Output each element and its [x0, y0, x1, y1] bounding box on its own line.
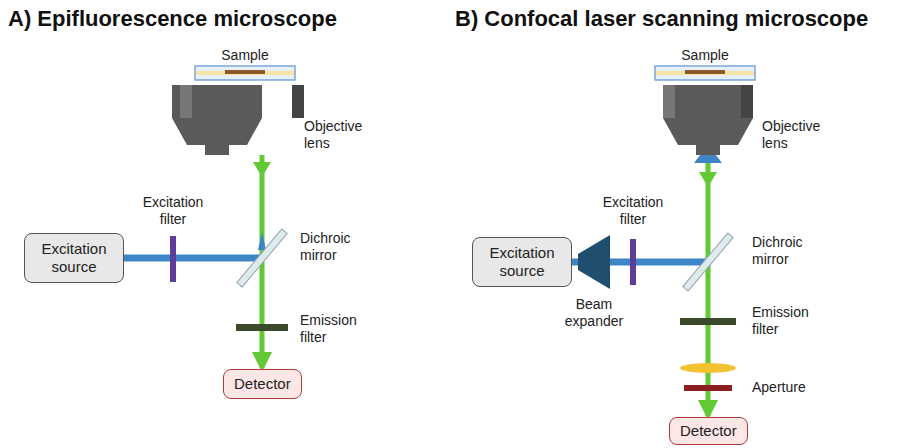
- part-label: Aperture: [752, 379, 832, 396]
- box-label: Excitation source: [483, 244, 561, 280]
- part-label: Sample: [675, 47, 735, 64]
- part-label: Emission filter: [300, 312, 372, 346]
- dichroic-mirror: [683, 233, 733, 291]
- part-label: Dichroic mirror: [752, 234, 824, 268]
- objective-lens: [663, 85, 753, 155]
- box-label: Detector: [680, 422, 737, 440]
- dichroic-mirror: [237, 229, 287, 287]
- light-path: [124, 258, 262, 368]
- aperture: [684, 385, 732, 391]
- excitation-filter: [630, 239, 636, 285]
- lens: [680, 363, 736, 373]
- beam-arrow: [699, 172, 717, 187]
- emission-filter: [680, 318, 736, 325]
- part-label: Excitation filter: [593, 194, 673, 228]
- panel-title: B) Confocal laser scanning microscope: [455, 6, 905, 32]
- box-label: Excitation source: [35, 240, 113, 276]
- device-box: Detector: [669, 417, 748, 445]
- part-label: Objective lens: [304, 118, 376, 152]
- part-label: Dichroic mirror: [300, 230, 372, 264]
- objective-lens: [172, 85, 304, 155]
- sample-slide: [655, 66, 755, 80]
- part-label: Beam expander: [554, 296, 634, 330]
- beam-expander: [578, 235, 610, 289]
- part-label: Objective lens: [762, 118, 834, 152]
- device-box: Detector: [223, 369, 302, 399]
- excitation-filter: [170, 236, 176, 282]
- panel-title: A) Epifluorescence microscope: [8, 6, 448, 32]
- device-box: Excitation source: [472, 237, 572, 287]
- part-label: Emission filter: [752, 304, 824, 338]
- box-label: Detector: [234, 375, 291, 393]
- beam-arrow: [253, 162, 271, 177]
- part-label: Sample: [215, 47, 275, 64]
- reflected-beam: [258, 232, 266, 250]
- device-box: Excitation source: [24, 233, 124, 283]
- sample-slide: [195, 66, 295, 80]
- emission-beam: [706, 155, 711, 262]
- emission-filter: [236, 324, 288, 331]
- part-label: Excitation filter: [133, 194, 213, 228]
